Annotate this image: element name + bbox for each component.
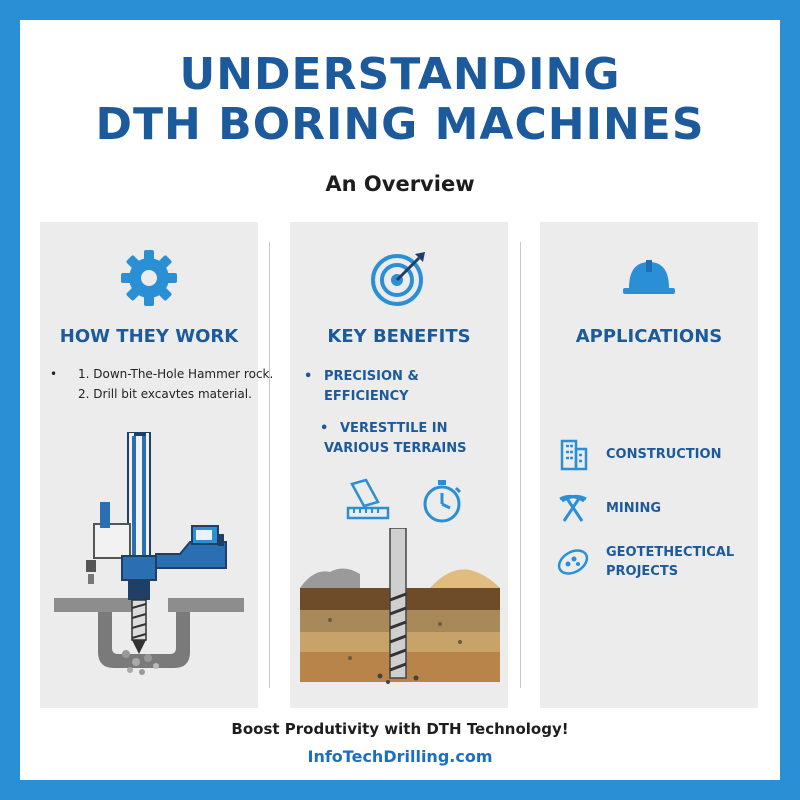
hard-hat-icon <box>540 248 758 308</box>
pickaxe-icon <box>556 491 590 525</box>
panel-title-how: HOW THEY WORK <box>59 326 239 347</box>
how-list: • 1. Down-The-Hole Hammer rock. 2. Drill… <box>50 364 274 404</box>
infographic-page: UNDERSTANDING DTH BORING MACHINES An Ove… <box>20 20 780 780</box>
list-item: • VERESTTILE IN VARIOUS TERRAINS <box>304 419 504 459</box>
panel-title-applications: APPLICATIONS <box>575 326 723 347</box>
list-item-label: VARIOUS TERRAINS <box>324 441 467 456</box>
list-item: 1. Down-The-Hole Hammer rock. <box>78 367 274 381</box>
footer-website-link[interactable]: InfoTechDrilling.com <box>307 747 493 766</box>
list-item: GEOTETHECTICAL PROJECTS <box>556 535 756 589</box>
list-item: CONSTRUCTION <box>556 427 756 481</box>
list-item: 2. Drill bit excavtes material. <box>78 387 252 401</box>
bullet: • <box>320 421 329 436</box>
ruler-icon <box>344 478 392 526</box>
drill-rig-illustration <box>40 432 258 682</box>
soil-layers-illustration <box>300 528 500 688</box>
list-item: MINING <box>556 481 756 535</box>
applications-list: CONSTRUCTION MINING <box>556 427 756 589</box>
geology-icon <box>556 545 590 579</box>
column-divider <box>269 242 270 688</box>
list-item-label: PRECISION & EFFICIENCY <box>324 369 419 404</box>
building-icon <box>556 437 590 471</box>
list-item: • PRECISION & EFFICIENCY <box>304 367 504 407</box>
gear-icon <box>40 248 258 308</box>
list-item-label: MINING <box>606 500 662 516</box>
column-divider <box>520 242 521 688</box>
label-line-2: PROJECTS <box>606 564 679 579</box>
label-line-1: GEOTETHECTICAL <box>606 545 735 560</box>
list-item-label: CONSTRUCTION <box>606 446 722 462</box>
list-item-label: GEOTETHECTICAL PROJECTS <box>606 543 734 581</box>
panel-how-they-work: HOW THEY WORK • 1. Down-The-Hole Hammer … <box>40 222 274 708</box>
list-item-label: VERESTTILE IN <box>340 421 448 436</box>
stopwatch-icon <box>418 478 466 526</box>
footer-tagline: Boost Produtivity with DTH Technology! <box>231 720 569 738</box>
title-line-1: UNDERSTANDING <box>179 49 621 100</box>
page-title: UNDERSTANDING DTH BORING MACHINES <box>20 50 780 150</box>
panel-applications: APPLICATIONS CONSTRUCTION <box>540 222 758 708</box>
bullet: • <box>304 369 313 384</box>
title-line-2: DTH BORING MACHINES <box>95 99 705 150</box>
benefits-list: • PRECISION & EFFICIENCY • VERESTTILE IN… <box>304 367 504 471</box>
panel-key-benefits: KEY BENEFITS • PRECISION & EFFICIENCY • … <box>290 222 508 708</box>
bullet: • <box>50 367 58 381</box>
page-subtitle: An Overview <box>325 172 475 196</box>
panel-title-benefits: KEY BENEFITS <box>327 326 471 347</box>
target-icon <box>290 248 508 308</box>
